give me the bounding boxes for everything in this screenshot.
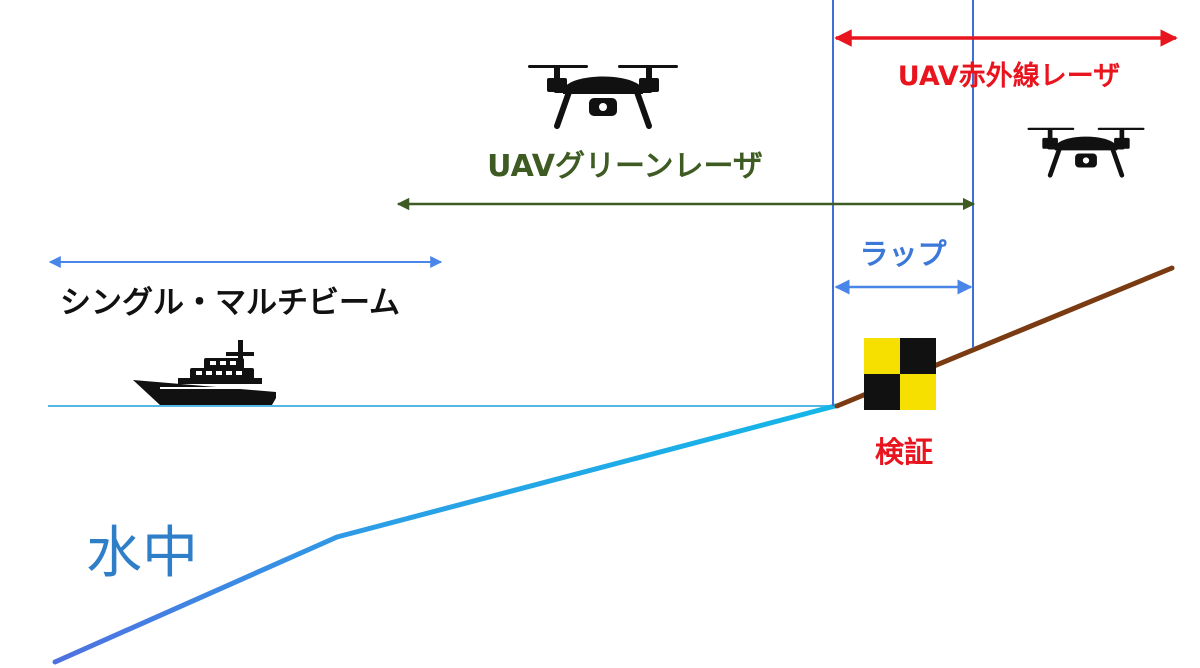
ship-icon — [133, 340, 276, 405]
sonar-label: シングル・マルチビーム — [60, 285, 400, 321]
wrap-label: ラップ — [859, 237, 947, 271]
seabed-profile — [52, 403, 838, 665]
uav-green-label: UAVグリーンレーザ — [487, 149, 763, 184]
drone-icon — [1028, 128, 1145, 176]
check-target-icon — [864, 338, 936, 410]
drone-icon — [528, 65, 678, 126]
verify-label: 検証 — [875, 435, 933, 469]
uav-ir-label: UAV赤外線レーザ — [898, 60, 1121, 92]
underwater-label: 水中 — [86, 521, 198, 586]
